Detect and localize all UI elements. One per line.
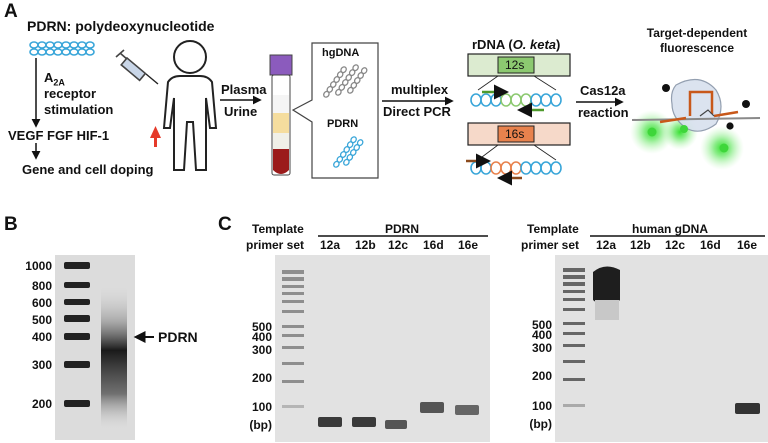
direct-pcr-label: Direct PCR — [383, 104, 451, 119]
gel-b-ladder-800: 800 — [31, 279, 52, 293]
right-lane-12a: 12a — [596, 238, 617, 252]
right-ladder-200: 200 — [531, 369, 552, 383]
plasma-label: Plasma — [221, 82, 267, 97]
panel-b-label: B — [4, 214, 18, 235]
gel-b-ladder-500: 500 — [31, 313, 52, 327]
left-ladder-200: 200 — [251, 371, 272, 385]
multiplex-label: multiplex — [391, 82, 449, 97]
hgdna-label: hgDNA — [322, 47, 360, 59]
gel-c-left — [275, 255, 490, 442]
syringe-icon — [115, 49, 159, 85]
pdrn-title: PDRN: polydeoxynucleotide — [27, 18, 215, 34]
left-template-heading: Template — [252, 222, 304, 236]
left-primer-heading: primer set — [246, 238, 305, 252]
gel-b-ladder — [64, 262, 90, 407]
left-lane-12b: 12b — [355, 238, 376, 252]
target-label-1: Target-dependent — [646, 26, 748, 40]
panel-c-label: C — [218, 214, 232, 235]
right-lane-16d: 16d — [700, 238, 721, 252]
gene-12s-label: 12s — [505, 58, 525, 72]
gel-b-pdrn-label: PDRN — [158, 329, 198, 345]
stimulation-label: stimulation — [44, 102, 114, 117]
rdna-label: rDNA (O. keta) — [472, 37, 561, 52]
callout-pdrn-label: PDRN — [327, 118, 359, 130]
dna-callout-box — [291, 42, 379, 179]
left-ladder-300: 300 — [251, 343, 272, 357]
gel-c-left-ladder — [282, 270, 304, 408]
human-figure-icon — [162, 40, 218, 171]
right-lane-12c: 12c — [665, 238, 686, 252]
left-ladder-bp: (bp) — [249, 418, 272, 432]
gene-12s-box — [467, 53, 571, 91]
sample-tube-icon — [269, 54, 293, 176]
receptor-label: receptor — [44, 86, 97, 101]
gel-b-ladder-400: 400 — [31, 330, 52, 344]
cas12a-label: Cas12a — [580, 83, 626, 98]
right-ladder-500: 500 — [531, 318, 552, 332]
gene-doping-label: Gene and cell doping — [22, 162, 154, 177]
left-ladder-400: 400 — [251, 330, 272, 344]
pdrn-helix-icon — [29, 41, 95, 56]
left-lane-12c: 12c — [388, 238, 409, 252]
gel-c-right-bands — [593, 266, 760, 414]
gel-b-ladder-300: 300 — [31, 358, 52, 372]
left-ladder-100: 100 — [251, 400, 272, 414]
target-label-2: fluorescence — [659, 41, 735, 55]
gel-b-ladder-600: 600 — [31, 296, 52, 310]
right-ladder-400: 400 — [531, 328, 552, 342]
increase-arrow-icon — [150, 126, 161, 147]
gel-b-ladder-200: 200 — [31, 397, 52, 411]
left-lane-12a: 12a — [320, 238, 341, 252]
amplicon-12s-helix-icon — [470, 93, 562, 107]
pdrn-callout-helix-icon — [333, 136, 364, 168]
gene-16s-box — [467, 122, 571, 161]
gel-b-ladder-1000: 1000 — [25, 259, 52, 273]
panel-a-label: A — [4, 1, 18, 22]
urine-label: Urine — [224, 104, 258, 119]
right-lane-16e: 16e — [737, 238, 758, 252]
hgdna-helix-icon — [323, 64, 368, 98]
gel-c-right-ladder — [563, 268, 585, 407]
left-lane-16e: 16e — [458, 238, 479, 252]
left-ladder-500: 500 — [251, 320, 272, 334]
right-template-heading: Template — [527, 222, 579, 236]
gel-c-left-bands — [318, 402, 479, 429]
right-ladder-300: 300 — [531, 341, 552, 355]
reaction-label: reaction — [578, 105, 629, 120]
right-lane-12b: 12b — [630, 238, 651, 252]
amplicon-16s-helix-icon — [470, 161, 562, 175]
growth-factors-label: VEGF FGF HIF-1 — [8, 128, 110, 143]
fluorescence-illustration — [630, 79, 761, 170]
left-lane-16d: 16d — [423, 238, 444, 252]
gel-b-pdrn-smear — [101, 285, 127, 430]
right-ladder-bp: (bp) — [529, 417, 552, 431]
right-primer-heading: primer set — [521, 238, 580, 252]
gel-c-right — [555, 255, 768, 442]
right-template-name: human gDNA — [632, 222, 708, 236]
right-ladder-100: 100 — [531, 399, 552, 413]
gene-16s-label: 16s — [505, 127, 525, 141]
a2a-label: A2A — [44, 70, 65, 88]
left-template-name: PDRN — [385, 222, 420, 236]
